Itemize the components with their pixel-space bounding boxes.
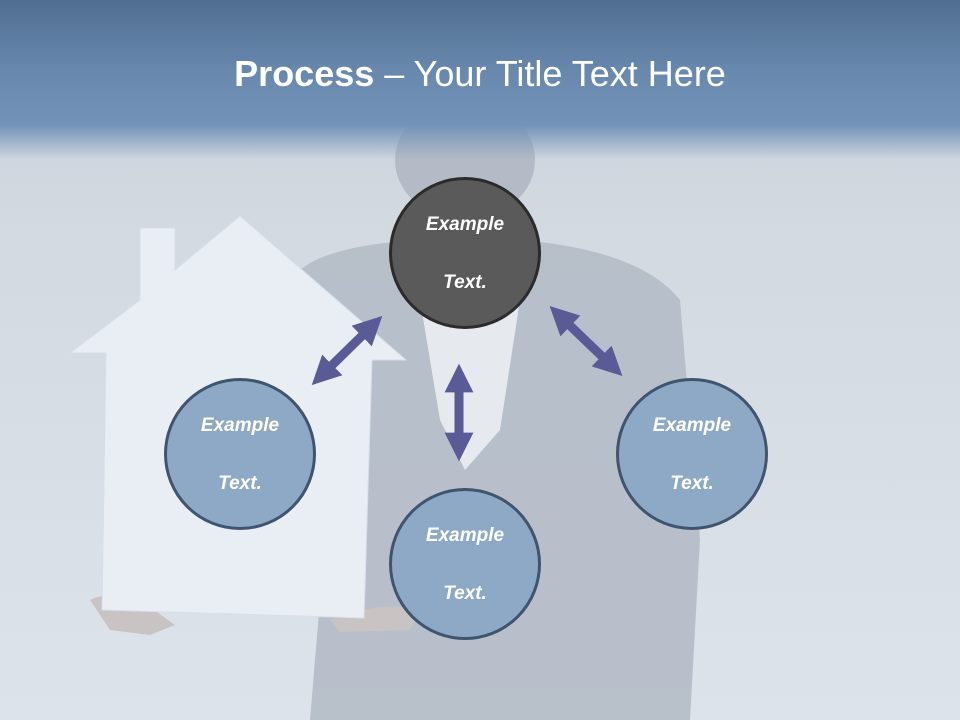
- node-right-line2: Text.: [670, 472, 714, 494]
- title-rest-part: – Your Title Text Here: [374, 53, 726, 94]
- title-band: [0, 0, 960, 160]
- node-top-line1: Example: [425, 213, 505, 235]
- node-bottom-line1: Example: [425, 524, 505, 546]
- slide-title: Process – Your Title Text Here: [0, 52, 960, 96]
- node-bottom-line2: Text.: [443, 582, 487, 604]
- node-top-line2: Text.: [443, 271, 487, 293]
- node-left-line2: Text.: [218, 472, 262, 494]
- node-left-line1: Example: [200, 414, 280, 436]
- node-right-line1: Example: [652, 414, 732, 436]
- title-bold-part: Process: [234, 53, 375, 94]
